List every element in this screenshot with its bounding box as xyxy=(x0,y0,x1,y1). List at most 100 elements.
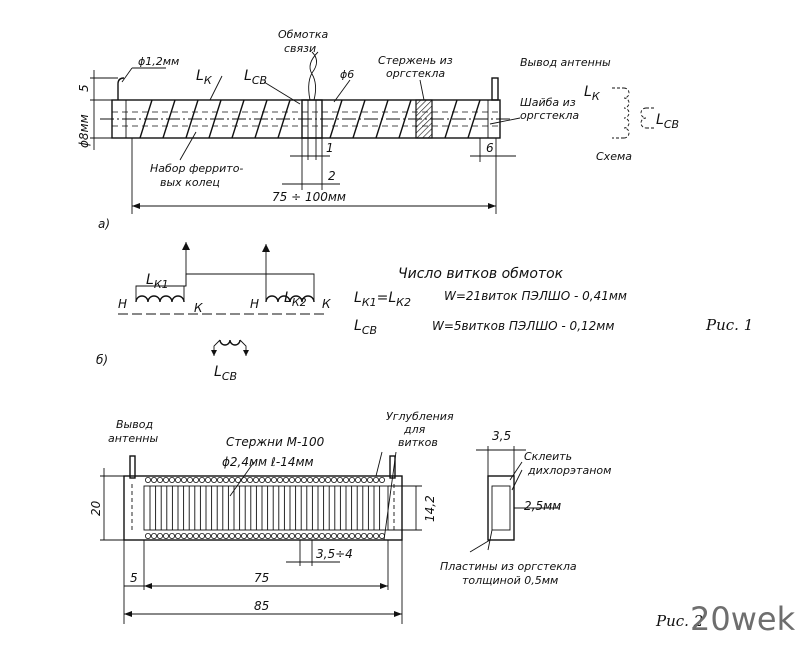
dim-2-label: 2 xyxy=(328,169,336,183)
groove xyxy=(156,476,163,483)
groove xyxy=(348,533,355,540)
groove xyxy=(318,533,325,540)
groove xyxy=(234,476,241,483)
groove xyxy=(264,533,271,540)
fig2-labels: Вывод антенны Стержни М-100 ϕ2,4мм ℓ-14м… xyxy=(89,410,796,638)
groove xyxy=(276,476,283,483)
grooves-label-2: для xyxy=(403,423,426,436)
schema-lsv-coil xyxy=(640,107,654,129)
groove xyxy=(198,476,205,483)
fig1a-schema: LК LСВ Схема xyxy=(584,84,679,163)
groove xyxy=(324,533,331,540)
lk1-label: LК1 xyxy=(146,272,169,291)
fig1a-antenna-drawing xyxy=(90,51,521,214)
groove xyxy=(324,476,331,483)
groove xyxy=(306,476,313,483)
groove xyxy=(366,533,373,540)
coil-lsv-label: LСВ xyxy=(244,68,267,87)
rods-label-2: ϕ2,4мм ℓ-14мм xyxy=(222,455,314,469)
groove xyxy=(252,476,259,483)
part-a-label: а) xyxy=(98,217,110,231)
fig1-caption: Рис. 1 xyxy=(705,316,753,334)
ferrite-set-label-2: вых колец xyxy=(160,176,220,189)
groove xyxy=(246,533,253,540)
groove xyxy=(360,476,367,483)
wire-diameter-label: ϕ1,2мм xyxy=(138,55,179,68)
groove xyxy=(156,533,163,540)
groove xyxy=(360,533,367,540)
groove xyxy=(258,533,265,540)
groove xyxy=(180,533,187,540)
groove xyxy=(336,476,343,483)
rod-material-label-2: оргстекла xyxy=(386,67,445,80)
n1-label: Н xyxy=(118,297,127,311)
schema-lk-label: LК xyxy=(584,84,601,103)
groove xyxy=(264,476,271,483)
coil-lk-label: LК xyxy=(196,68,213,87)
lsv-label: LСВ xyxy=(214,364,237,383)
coupling-leads xyxy=(308,51,319,101)
groove xyxy=(198,533,205,540)
coupling-winding-label-2: связи xyxy=(284,42,316,55)
coupling-winding-label-1: Обмотка xyxy=(278,28,329,41)
ferrite-set-label-1: Набор феррито- xyxy=(150,162,243,175)
dim-8mm-label: ϕ8мм xyxy=(77,114,91,148)
plexi-washer xyxy=(415,99,433,139)
groove xyxy=(228,533,235,540)
groove xyxy=(372,533,379,540)
groove xyxy=(150,533,157,540)
coil-lk2 xyxy=(265,295,315,303)
groove xyxy=(204,476,211,483)
plates-label-1: Пластины из оргстекла xyxy=(440,560,577,573)
groove xyxy=(342,476,349,483)
groove xyxy=(294,476,301,483)
turns-line2-right: W=5витков ПЭЛШО - 0,12мм xyxy=(432,319,614,333)
dim-2-5-label: 2,5мм xyxy=(524,499,561,513)
groove xyxy=(342,533,349,540)
groove xyxy=(174,533,181,540)
groove xyxy=(180,476,187,483)
groove xyxy=(144,476,151,483)
rod-diameter-label: ϕ6 xyxy=(340,68,354,81)
grooves-label-3: витков xyxy=(398,436,438,449)
dim-1-label: 1 xyxy=(326,141,334,155)
groove xyxy=(282,533,289,540)
turns-title: Число витков обмоток xyxy=(398,266,564,282)
dim-20-label: 20 xyxy=(89,500,103,516)
turns-line2-left: LСВ xyxy=(354,318,377,337)
groove xyxy=(168,476,175,483)
groove xyxy=(228,476,235,483)
groove xyxy=(336,533,343,540)
fig1b-circuit xyxy=(118,242,326,356)
part-b-label: б) xyxy=(96,353,108,367)
fig2-antenna-drawing xyxy=(100,451,422,624)
rod-material-label-1: Стержень из xyxy=(378,54,453,67)
groove xyxy=(210,533,217,540)
groove xyxy=(300,533,307,540)
groove xyxy=(192,533,199,540)
dim-6-label: 6 xyxy=(486,141,494,155)
groove xyxy=(186,533,193,540)
coil-lk-winding xyxy=(139,99,291,139)
groove xyxy=(258,476,265,483)
groove xyxy=(270,533,277,540)
k1-label: К xyxy=(194,301,203,315)
schema-lsv-label: LСВ xyxy=(656,112,679,131)
groove xyxy=(222,476,229,483)
groove xyxy=(174,476,181,483)
dim-14-2-label: 14,2 xyxy=(423,495,437,522)
groove xyxy=(354,476,361,483)
turns-line1-right: W=21виток ПЭЛШО - 0,41мм xyxy=(444,289,627,303)
washer-label-2: оргстекла xyxy=(520,109,579,122)
left-terminal xyxy=(117,77,125,100)
rods-label-1: Стержни М-100 xyxy=(226,435,325,449)
groove xyxy=(216,533,223,540)
groove xyxy=(150,476,157,483)
fig2-antenna-lead-label-1: Вывод xyxy=(116,418,153,431)
fig1b-labels: LК1 LК2 Н К Н К LСВ б) Число витков обмо… xyxy=(96,266,753,383)
coil-lk1 xyxy=(135,295,185,303)
groove xyxy=(192,476,199,483)
groove xyxy=(288,476,295,483)
dim-5-label-fig2: 5 xyxy=(130,571,138,585)
